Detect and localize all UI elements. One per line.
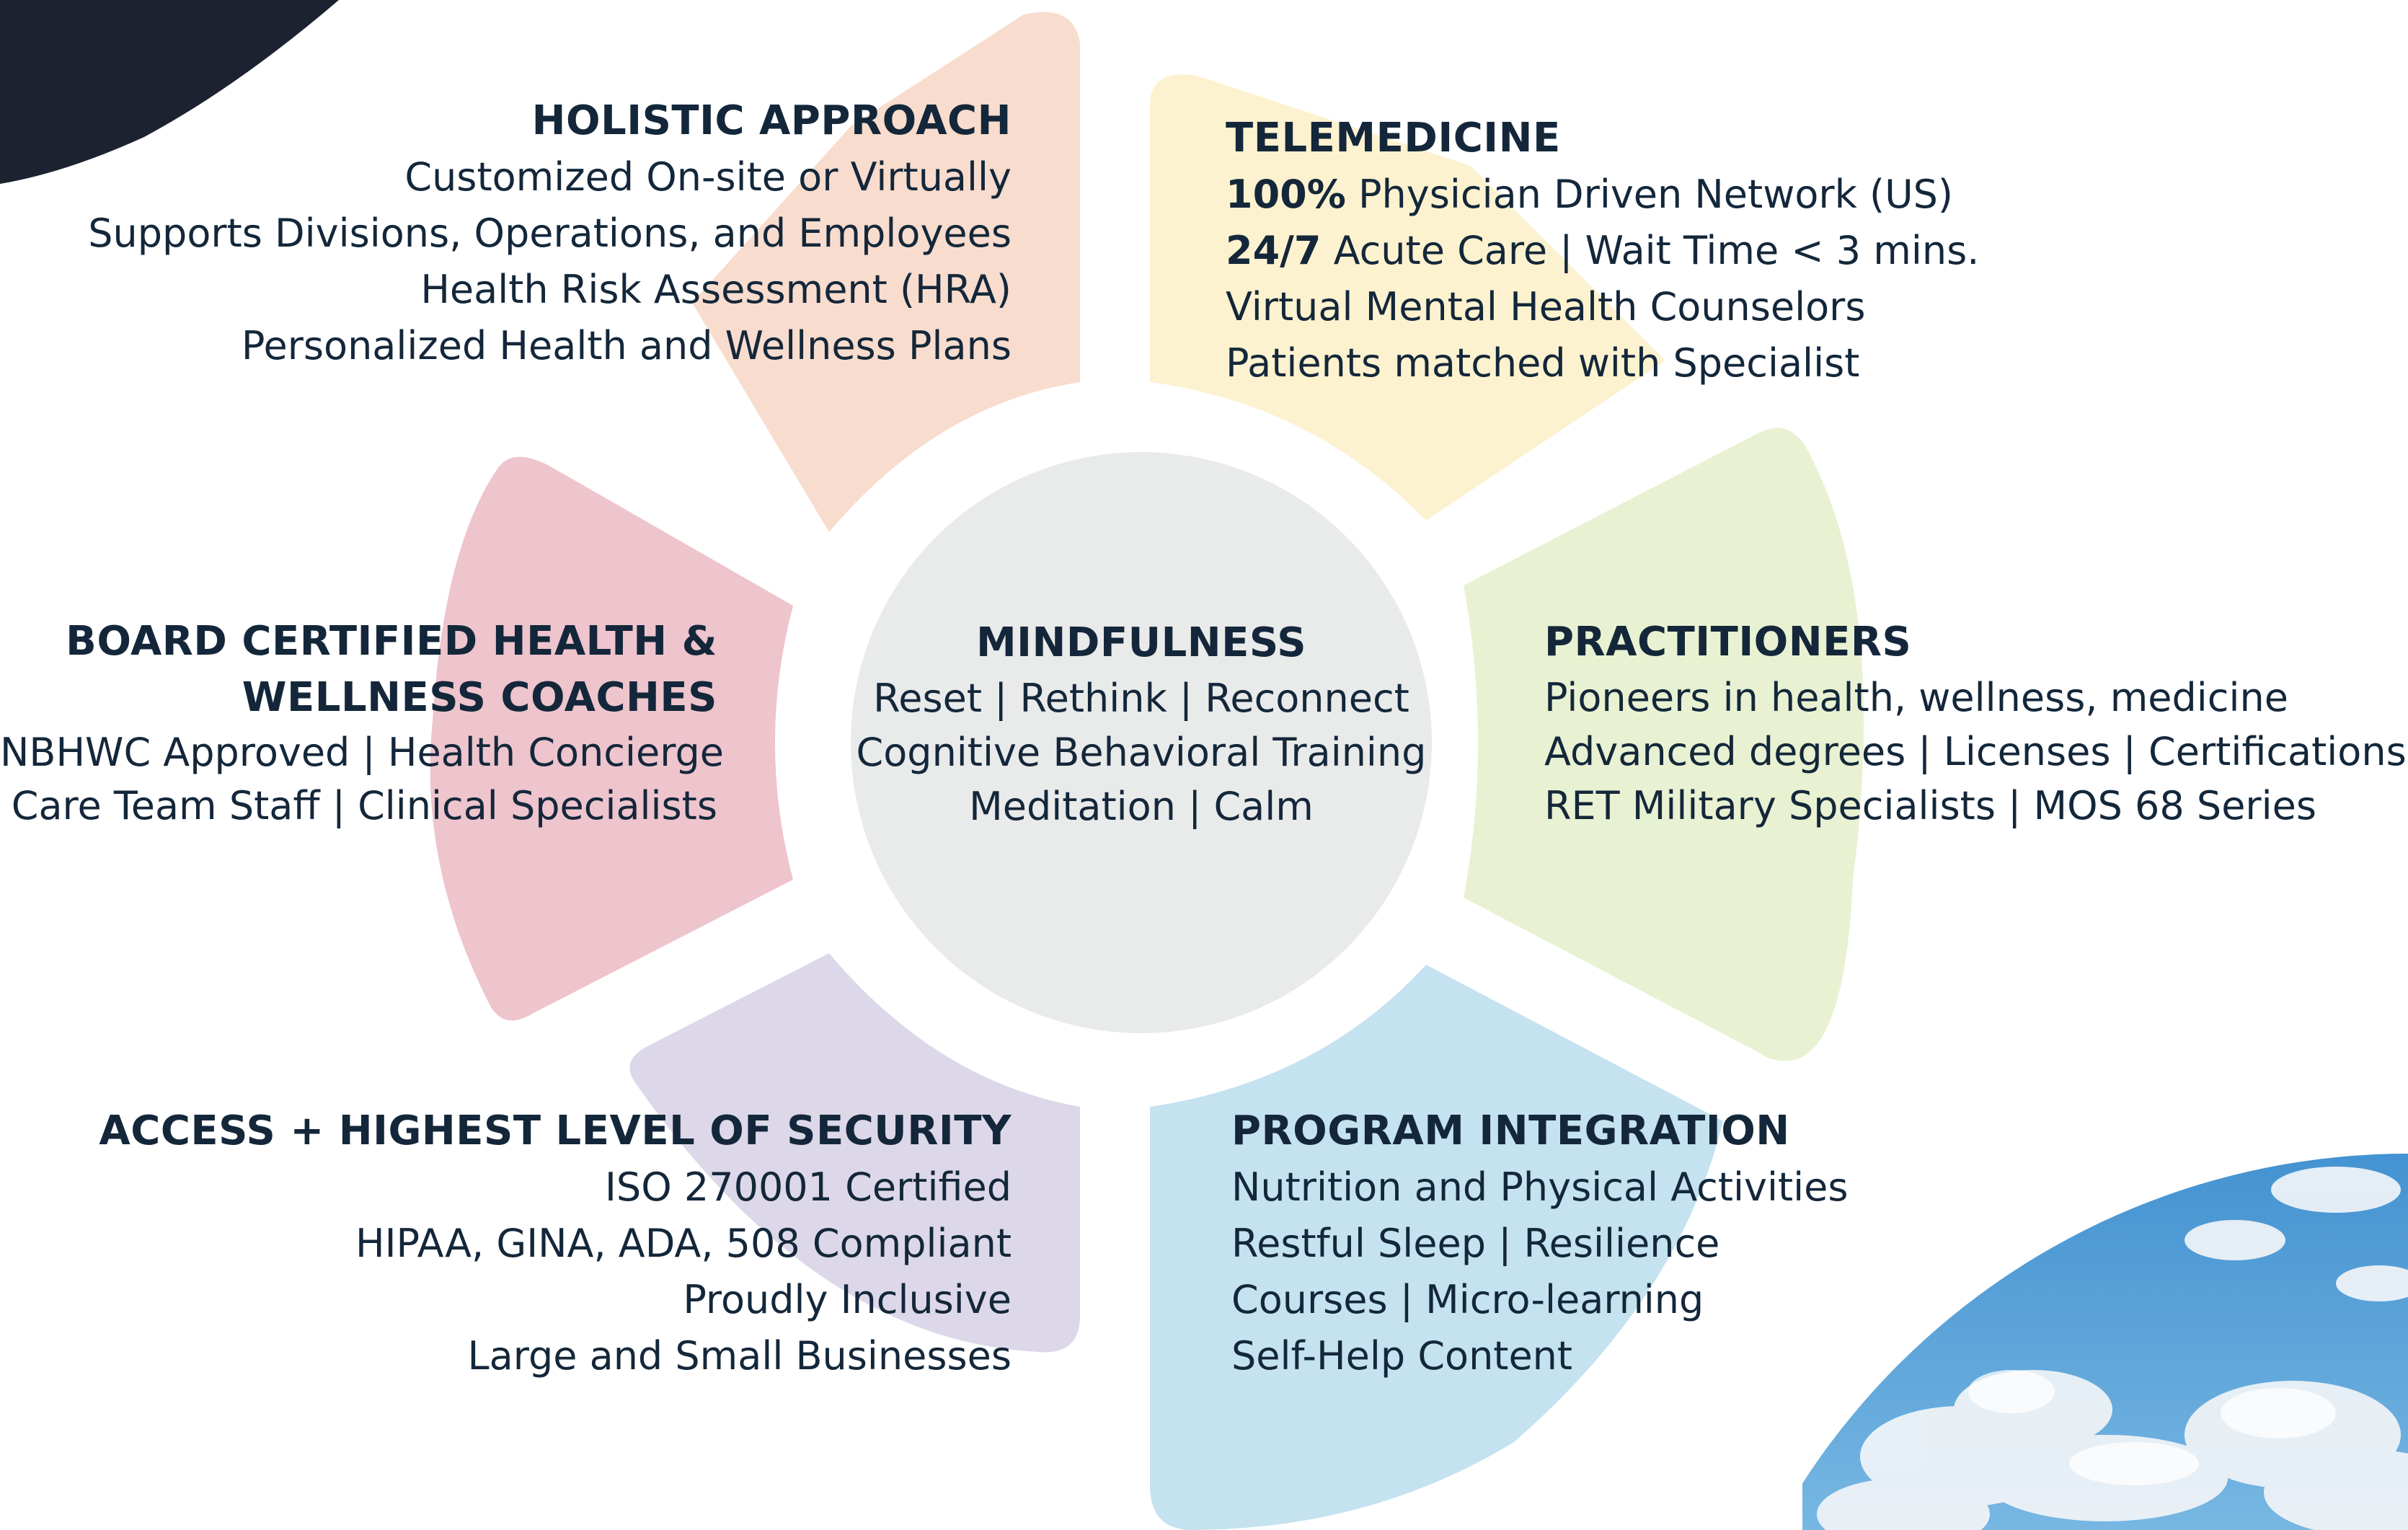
- practitioners-title: PRACTITIONERS: [1544, 619, 1912, 665]
- program-item-3: Courses | Micro-learning: [1231, 1277, 1704, 1322]
- telemedicine-title: TELEMEDICINE: [1226, 115, 1561, 162]
- corner-dark-shape: [0, 0, 339, 184]
- segment-board: [430, 456, 793, 1021]
- mindfulness-item-2: Cognitive Behavioral Training: [856, 730, 1427, 775]
- board-item-2: Care Team Staff | Clinical Specialists: [11, 783, 717, 828]
- practitioners-item-3: RET Military Specialists | MOS 68 Series: [1544, 783, 2316, 828]
- holistic-item-1: Customized On-site or Virtually: [404, 154, 1012, 200]
- program-item-2: Restful Sleep | Resilience: [1231, 1221, 1720, 1266]
- access-item-4: Large and Small Businesses: [467, 1333, 1012, 1379]
- telemedicine-item-4: Patients matched with Specialist: [1226, 340, 1860, 386]
- holistic-section: HOLISTIC APPROACH Customized On-site or …: [43, 93, 1012, 374]
- access-title: ACCESS + HIGHEST LEVEL OF SECURITY: [99, 1107, 1012, 1154]
- access-item-2: HIPAA, GINA, ADA, 508 Compliant: [355, 1221, 1012, 1266]
- mindfulness-item-3: Meditation | Calm: [969, 784, 1314, 829]
- board-item-1: NBHWC Approved | Health Concierge: [0, 730, 724, 775]
- telemedicine-item-1-bold: 100%: [1226, 172, 1346, 217]
- board-title-line-1: BOARD CERTIFIED HEALTH &: [66, 618, 717, 665]
- telemedicine-item-3: Virtual Mental Health Counselors: [1226, 284, 1866, 330]
- telemedicine-item-1: 100% Physician Driven Network (US): [1226, 167, 2055, 223]
- holistic-item-4: Personalized Health and Wellness Plans: [241, 323, 1012, 368]
- program-item-1: Nutrition and Physical Activities: [1231, 1164, 1849, 1210]
- telemedicine-item-2: 24/7 Acute Care | Wait Time < 3 mins.: [1226, 223, 2055, 279]
- holistic-item-3: Health Risk Assessment (HRA): [420, 267, 1012, 312]
- segment-practitioners: [1464, 428, 1864, 1061]
- mindfulness-item-1: Reset | Rethink | Reconnect: [873, 676, 1409, 721]
- program-title: PROGRAM INTEGRATION: [1231, 1107, 1790, 1154]
- mindfulness-title: MINDFULNESS: [975, 619, 1307, 666]
- telemedicine-item-2-bold: 24/7: [1226, 228, 1322, 273]
- program-section: PROGRAM INTEGRATION Nutrition and Physic…: [1231, 1103, 2024, 1384]
- practitioners-section: PRACTITIONERS Pioneers in health, wellne…: [1544, 614, 2407, 833]
- holistic-title: HOLISTIC APPROACH: [531, 97, 1012, 144]
- board-section: BOARD CERTIFIED HEALTH & WELLNESS COACHE…: [0, 614, 724, 833]
- telemedicine-item-2-text: Acute Care | Wait Time < 3 mins.: [1321, 228, 1980, 273]
- access-item-1: ISO 270001 Certified: [605, 1164, 1012, 1210]
- segment-holistic: [692, 12, 1080, 533]
- holistic-item-2: Supports Divisions, Operations, and Empl…: [88, 211, 1012, 256]
- board-title-line-2: WELLNESS COACHES: [242, 674, 717, 721]
- practitioners-item-1: Pioneers in health, wellness, medicine: [1544, 675, 2288, 720]
- segment-telemedicine: [1150, 74, 1665, 521]
- practitioners-item-2: Advanced degrees | Licenses | Certificat…: [1544, 729, 2407, 774]
- access-section: ACCESS + HIGHEST LEVEL OF SECURITY ISO 2…: [43, 1103, 1012, 1384]
- center-circle: [851, 452, 1432, 1033]
- segment-program: [1150, 965, 1723, 1530]
- access-item-3: Proudly Inclusive: [683, 1277, 1012, 1322]
- telemedicine-section: TELEMEDICINE 100% Physician Driven Netwo…: [1226, 110, 2055, 392]
- telemedicine-item-1-text: Physician Driven Network (US): [1345, 172, 1953, 217]
- program-item-4: Self-Help Content: [1231, 1333, 1573, 1379]
- segment-access: [629, 953, 1080, 1353]
- mindfulness-section: MINDFULNESS Reset | Rethink | Reconnect …: [853, 615, 1430, 833]
